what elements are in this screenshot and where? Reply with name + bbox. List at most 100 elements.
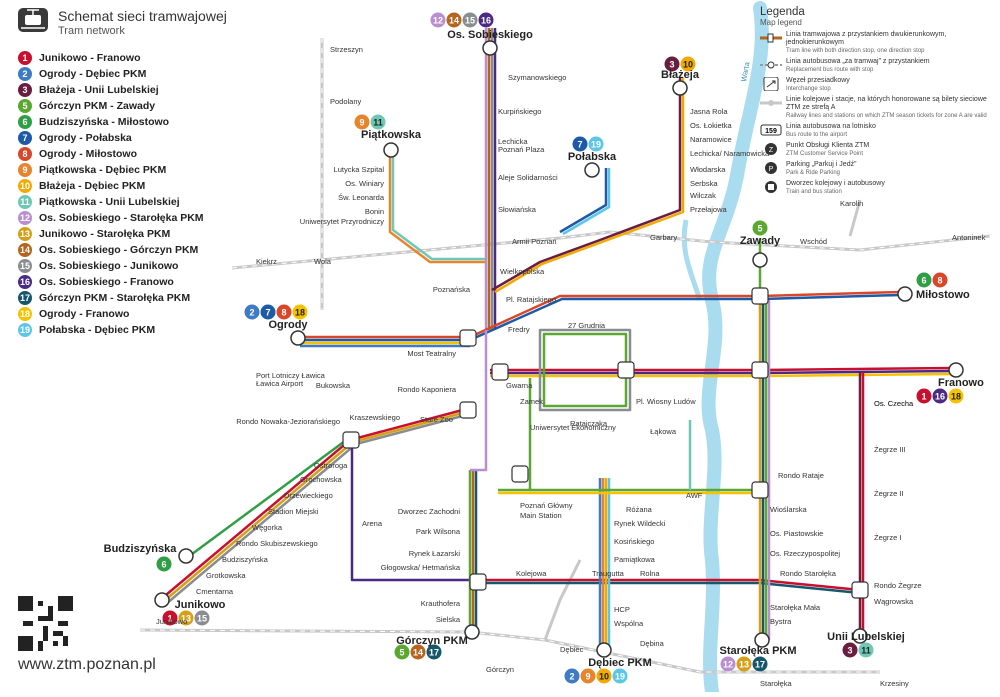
stop-label: Sielska (436, 615, 461, 624)
node-most-teatralny (459, 329, 477, 347)
terminal-route-number: 5 (757, 224, 762, 234)
route-item[interactable]: 8 Ogrody - Miłostowo (18, 146, 258, 162)
stop-label: Os. Rzeczypospolitej (770, 549, 840, 558)
legend-text-en: Interchange stop (786, 86, 831, 92)
terminal-name: Os. Sobieskiego (447, 29, 533, 41)
term-polabska (584, 162, 600, 178)
park-ride-icon: P (760, 161, 782, 175)
route-number-badge: 16 (18, 275, 32, 289)
stop-label: Szymanowskiego (508, 73, 566, 82)
term-milostowo (897, 286, 913, 302)
stop-label: Pamiątkowa (614, 555, 656, 564)
legend-text-en: Tram line with both direction stop, one … (786, 48, 925, 54)
terminal-circles (154, 40, 964, 658)
terminal-name: Ogrody (268, 319, 308, 331)
terminal-route-number: 1 (167, 614, 172, 624)
terminal-route-number: 12 (723, 660, 733, 670)
stop-label: Dworzec Zachodni (398, 507, 460, 516)
stop-label: Św. Leonarda (338, 193, 385, 202)
stop-label: Drzewieckiego (284, 491, 333, 500)
legend-text-pl: Punkt Obsługi Klienta ZTM (786, 142, 870, 149)
stop-label: Uniwersytet Ekonomiczny (530, 423, 616, 432)
line-east-west-1 (300, 290, 901, 339)
terminal-route-badge (370, 114, 386, 130)
stop-label: Lutycka Szpital (334, 165, 385, 174)
stop-label: Krzesiny (880, 679, 909, 688)
stop-label: Jasna Rola (690, 107, 728, 116)
route-item[interactable]: 16 Os. Sobieskiego - Franowo (18, 274, 258, 290)
terminal-route-number: 10 (683, 60, 693, 70)
website-link[interactable]: www.ztm.poznan.pl (18, 656, 156, 673)
stop-label: Park Wilsona (416, 527, 461, 536)
route-name: Ogrody - Połabska (39, 132, 132, 144)
stop-label: Żegrze I (874, 533, 902, 542)
stop-label: Wągrowska (874, 597, 914, 606)
route-number-badge: 17 (18, 291, 32, 305)
legend-text-en: Railway lines and stations on which ZTM … (786, 113, 987, 119)
legend-item: Linia tramwajowa z przystankiem dwukieru… (760, 31, 992, 55)
legend-text: Linie kolejowe i stacje, na których hono… (786, 96, 992, 120)
terminal-route-badge (736, 656, 752, 672)
route-name: Ogrody - Miłostowo (39, 148, 137, 160)
stop-label: Rynek Łazarski (409, 549, 461, 558)
stop-label: Wschód (800, 237, 827, 246)
route-number-badge: 8 (18, 147, 32, 161)
terminal-route-badge (612, 668, 628, 684)
stop-label: Ostroroga (314, 461, 348, 470)
stop-label: Aleje Solidarności (498, 173, 558, 182)
qr-code[interactable] (18, 596, 73, 651)
terminal-name: Połabska (568, 151, 617, 163)
stop-label: Włodarska (690, 165, 726, 174)
term-gorczyn (464, 624, 480, 640)
route-number-badge: 3 (18, 83, 32, 97)
line-blazeja-1 (491, 78, 682, 292)
terminal-route-badge (572, 136, 588, 152)
route-number-badge: 11 (18, 195, 32, 209)
node-politechnika (751, 361, 769, 379)
terminal-route-badge (462, 12, 478, 28)
stop-label: Os. Piastowskie (770, 529, 823, 538)
stop-label: Rondo Starołęka (780, 569, 837, 578)
route-number-badge: 10 (18, 179, 32, 193)
legend-text-pl: Linia autobusowa „za tramwaj” z przystan… (786, 58, 930, 65)
term-ogrody (290, 330, 306, 346)
stop-label: HCP (614, 605, 630, 614)
stop-label: Rondo Nowaka-Jeziorańskiego (236, 417, 340, 426)
route-name: Os. Sobieskiego - Franowo (39, 276, 174, 288)
terminal-route-number: 18 (295, 308, 305, 318)
stop-label: Rondo Kaponiera (398, 385, 457, 394)
terminal-route-badge (410, 644, 426, 660)
stop-label: Rynek Wildecki (614, 519, 666, 528)
node-rondo-rataje (751, 481, 769, 499)
stop-label: Kiekrz (256, 257, 277, 266)
terminal-route-number: 2 (249, 308, 254, 318)
stop-label: Zamek (520, 397, 543, 406)
stop-label: Fredry (508, 325, 530, 334)
legend-text-pl: Parking „Parkuj i Jedź” (786, 161, 857, 168)
terminal-route-badge (244, 304, 260, 320)
stop-label: Budziszyńska (222, 555, 269, 564)
interchanges (342, 287, 869, 599)
terminal-route-badge (916, 272, 932, 288)
stop-label: Rolna (640, 569, 660, 578)
terminal-route-badge (752, 220, 768, 236)
